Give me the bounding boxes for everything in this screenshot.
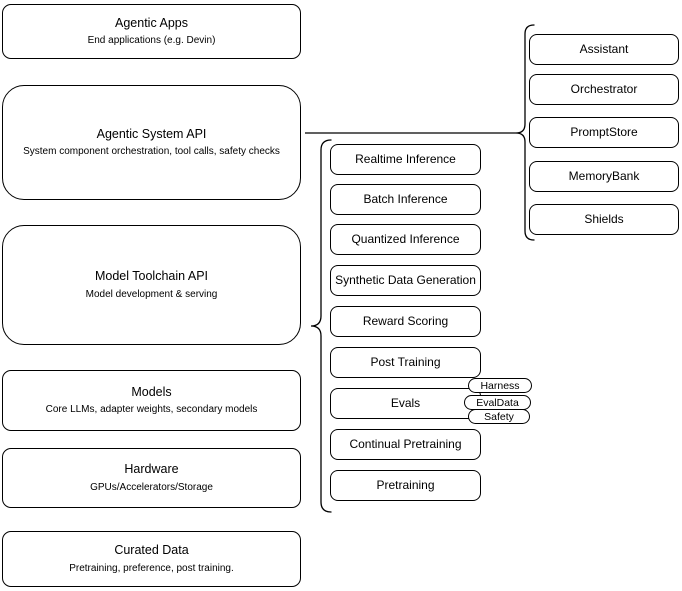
node-pretraining: Pretraining — [330, 470, 481, 501]
tag-label: EvalData — [476, 396, 519, 409]
node-label: Realtime Inference — [355, 152, 456, 167]
node-subtitle: Core LLMs, adapter weights, secondary mo… — [45, 404, 258, 416]
node-quantized-inference: Quantized Inference — [330, 224, 481, 255]
node-label: PromptStore — [570, 125, 638, 140]
node-label: Shields — [584, 212, 624, 227]
tag-evaldata: EvalData — [464, 395, 531, 410]
node-agentic-system-api: Agentic System API System component orch… — [2, 85, 301, 200]
node-evals: Evals — [330, 388, 481, 419]
node-subtitle: System component orchestration, tool cal… — [23, 146, 280, 158]
node-realtime-inference: Realtime Inference — [330, 144, 481, 175]
node-label: MemoryBank — [568, 169, 640, 184]
node-orchestrator: Orchestrator — [529, 74, 679, 105]
node-post-training: Post Training — [330, 347, 481, 378]
node-subtitle: Model development & serving — [85, 288, 218, 300]
node-curated-data: Curated Data Pretraining, preference, po… — [2, 531, 301, 587]
node-title: Agentic System API — [96, 126, 207, 141]
brace-system-components — [515, 24, 535, 241]
node-subtitle: End applications (e.g. Devin) — [87, 35, 216, 47]
node-label: Evals — [390, 396, 421, 411]
tag-safety: Safety — [468, 409, 530, 424]
node-label: Reward Scoring — [362, 314, 449, 329]
tag-label: Safety — [484, 410, 514, 423]
node-title: Hardware — [124, 462, 179, 477]
node-continual-pretraining: Continual Pretraining — [330, 429, 481, 460]
node-memorybank: MemoryBank — [529, 161, 679, 192]
node-shields: Shields — [529, 204, 679, 235]
tag-label: Harness — [480, 379, 520, 392]
node-synthetic-data-generation: Synthetic Data Generation — [330, 265, 481, 296]
node-title: Agentic Apps — [115, 15, 188, 30]
node-subtitle: Pretraining, preference, post training. — [69, 562, 234, 574]
node-models: Models Core LLMs, adapter weights, secon… — [2, 370, 301, 431]
node-label: Orchestrator — [570, 82, 638, 97]
node-label: Quantized Inference — [351, 232, 460, 247]
node-label: Batch Inference — [363, 192, 448, 207]
node-promptstore: PromptStore — [529, 117, 679, 148]
node-assistant: Assistant — [529, 34, 679, 65]
node-label: Pretraining — [376, 478, 435, 493]
node-title: Curated Data — [114, 543, 189, 558]
node-hardware: Hardware GPUs/Accelerators/Storage — [2, 448, 301, 508]
node-reward-scoring: Reward Scoring — [330, 306, 481, 337]
brace-toolchain-services — [310, 139, 332, 513]
node-title: Models — [131, 384, 172, 399]
node-label: Continual Pretraining — [349, 437, 462, 452]
node-agentic-apps: Agentic Apps End applications (e.g. Devi… — [2, 4, 301, 59]
node-model-toolchain-api: Model Toolchain API Model development & … — [2, 225, 301, 345]
tag-harness: Harness — [468, 378, 532, 393]
node-label: Post Training — [370, 355, 441, 370]
node-batch-inference: Batch Inference — [330, 184, 481, 215]
node-label: Synthetic Data Generation — [335, 273, 476, 288]
node-label: Assistant — [579, 42, 629, 57]
node-subtitle: GPUs/Accelerators/Storage — [90, 481, 213, 493]
node-title: Model Toolchain API — [94, 269, 209, 284]
